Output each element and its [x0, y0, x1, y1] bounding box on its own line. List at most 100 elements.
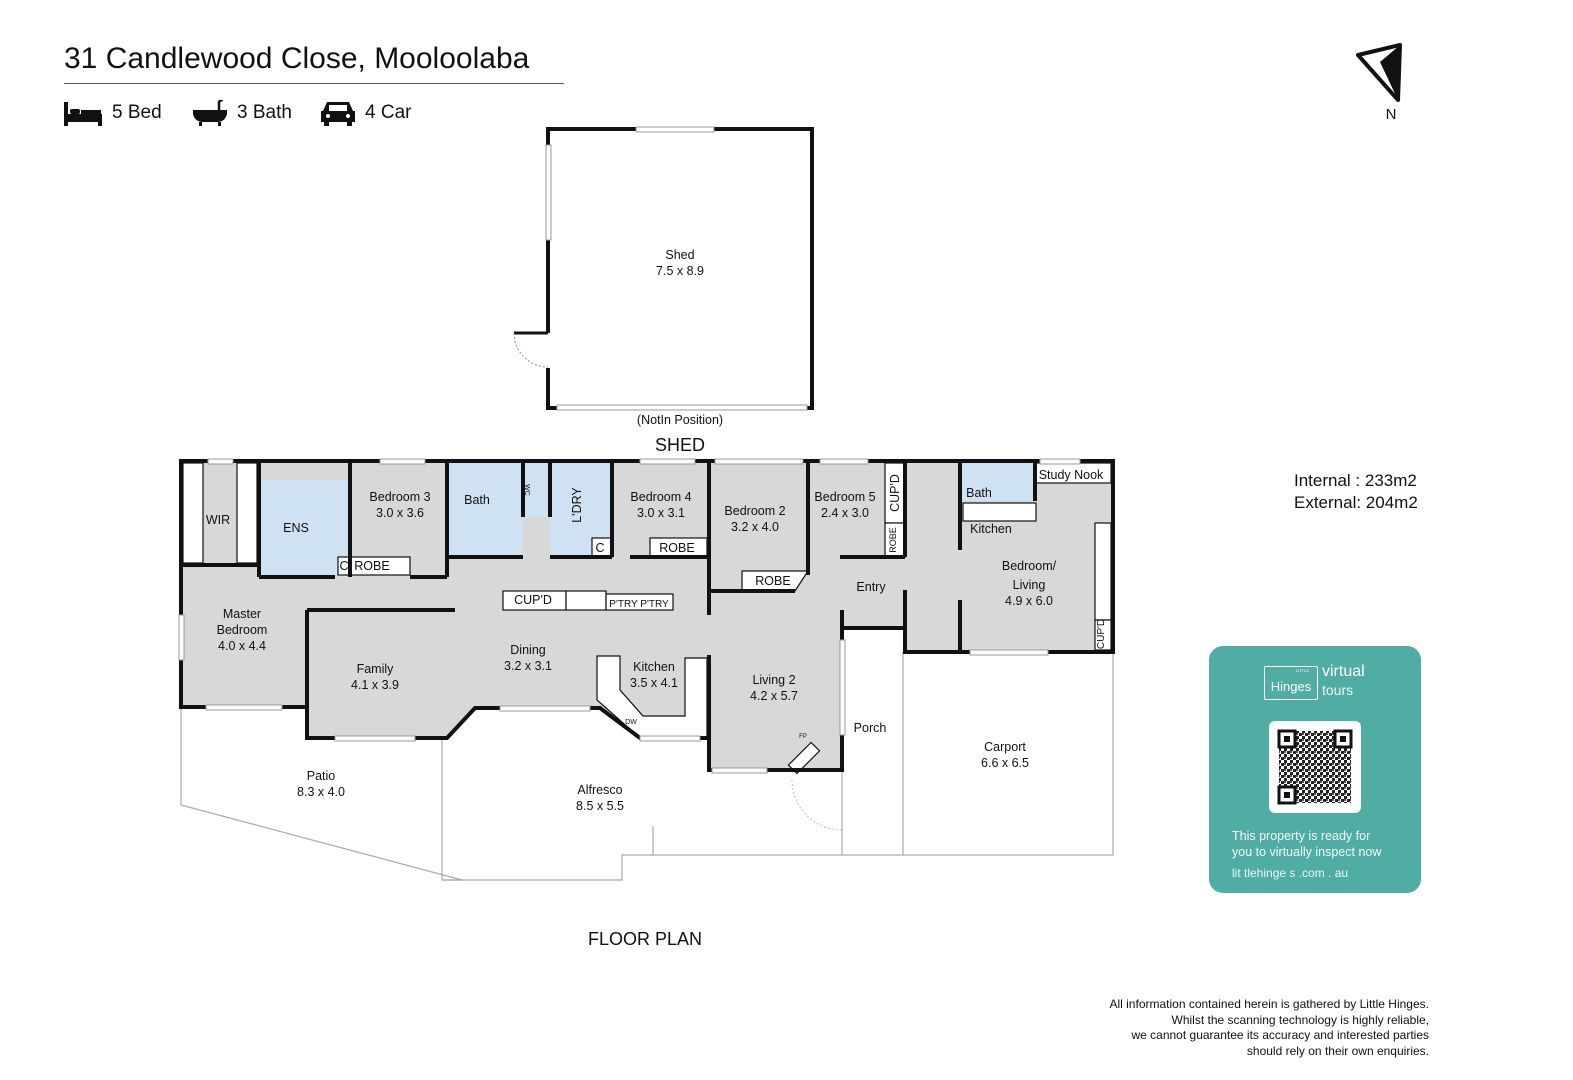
master-size: 4.0 x 4.4: [218, 639, 266, 653]
alfresco-size: 8.5 x 5.5: [576, 799, 624, 813]
carport-size: 6.6 x 6.5: [981, 756, 1029, 770]
external-area: External: 204m2: [1294, 493, 1418, 512]
ensuite-floor: [259, 480, 350, 577]
bedroom5-size: 2.4 x 3.0: [821, 506, 869, 520]
qr-code-icon: [1277, 729, 1353, 805]
hinges-logo: LITTLE Hinges: [1264, 666, 1318, 700]
label-cupboard: CUP'D: [888, 474, 902, 512]
property-address-title: 31 Candlewood Close, Mooloolaba: [64, 42, 530, 75]
floor-plan-caption: FLOOR PLAN: [588, 929, 702, 949]
logo-virtual-text: virtual: [1322, 663, 1365, 680]
label-robe: ROBE: [888, 527, 898, 553]
label-wir: WIR: [206, 513, 230, 527]
title-divider: [64, 83, 564, 84]
dining-size: 3.2 x 3.1: [504, 659, 552, 673]
label-wc: WC: [523, 484, 530, 496]
label-bath2: Bath: [966, 486, 992, 500]
label-ensuite: ENS: [283, 521, 309, 535]
carport-name: Carport: [984, 740, 1026, 754]
master-name2: Bedroom: [217, 623, 268, 637]
feature-bed: 5 Bed: [64, 100, 162, 126]
wc-floor: [523, 461, 550, 517]
bedroom-living-name: Bedroom/: [1002, 559, 1057, 573]
car-icon: [321, 102, 355, 126]
shed-name: Shed: [665, 248, 694, 262]
label-laundry: L'DRY: [570, 487, 584, 523]
shed-outline: [513, 126, 814, 411]
bedroom-living-size: 4.9 x 6.0: [1005, 594, 1053, 608]
label-kitchen2: Kitchen: [970, 522, 1012, 536]
label-pantry: P'TRY P'TRY: [609, 599, 669, 610]
label-study-nook: Study Nook: [1039, 468, 1104, 482]
promo-text: This property is ready for you to virtua…: [1232, 828, 1381, 860]
family-size: 4.1 x 3.9: [351, 678, 399, 692]
bedroom3-name: Bedroom 3: [369, 490, 430, 504]
feature-bath: 3 Bath: [193, 100, 292, 126]
label-entry: Entry: [856, 580, 886, 594]
north-label: N: [1386, 106, 1397, 123]
promo-url-link[interactable]: lit tlehinge s .com . au: [1232, 866, 1349, 880]
logo-brand-text: Hinges: [1270, 679, 1312, 694]
bed-icon: [64, 102, 102, 126]
patio-name: Patio: [307, 769, 336, 783]
shed-note: (NotIn Position): [637, 413, 723, 427]
feature-car: 4 Car: [321, 100, 411, 126]
label-robe: ROBE: [659, 541, 694, 555]
label-bath: Bath: [464, 493, 490, 507]
bath2-floor: [960, 461, 1035, 501]
label-fireplace: FP: [799, 734, 807, 740]
bedroom3-size: 3.0 x 3.6: [376, 506, 424, 520]
bedroom2-size: 3.2 x 4.0: [731, 520, 779, 534]
built-in-fixtures: [182, 462, 1112, 775]
bathroom-floor: [447, 461, 523, 557]
bedroom4-size: 3.0 x 3.1: [637, 506, 685, 520]
disclaimer-line: we cannot guarantee its accuracy and int…: [1131, 1028, 1429, 1042]
kitchen-name: Kitchen: [633, 660, 675, 674]
label-cupboard: C: [339, 559, 348, 573]
label-porch: Porch: [854, 721, 887, 735]
bedroom2-name: Bedroom 2: [724, 504, 785, 518]
disclaimer-line: Whilst the scanning technology is highly…: [1171, 1012, 1429, 1027]
car-count: 4 Car: [365, 102, 412, 123]
bed-count: 5 Bed: [112, 102, 162, 123]
shed-size: 7.5 x 8.9: [656, 264, 704, 278]
living2-name: Living 2: [752, 673, 795, 687]
bedroom-living-name2: Living: [1013, 578, 1046, 592]
dining-name: Dining: [510, 643, 545, 657]
label-robe: ROBE: [755, 574, 790, 588]
outdoor-outlines: [180, 652, 1114, 881]
qr-code[interactable]: [1269, 721, 1361, 813]
master-name: Master: [223, 607, 261, 621]
windows: [178, 458, 1081, 774]
door-swing: [791, 779, 843, 831]
bedroom5-name: Bedroom 5: [814, 490, 875, 504]
label-laundry-cupboard: C: [595, 541, 604, 555]
logo-tours-text: tours: [1322, 682, 1354, 698]
bathtub-icon: [193, 100, 227, 126]
living2-size: 4.2 x 5.7: [750, 689, 798, 703]
promo-line-2: you to virtually inspect now: [1232, 845, 1382, 859]
alfresco-name: Alfresco: [577, 783, 622, 797]
label-dishwasher: DW: [625, 719, 637, 726]
kitchen-size: 3.5 x 4.1: [630, 676, 678, 690]
internal-area: Internal : 233m2: [1294, 471, 1417, 490]
family-name: Family: [357, 662, 395, 676]
promo-line-1: This property is ready for: [1232, 829, 1371, 843]
disclaimer: All information contained herein is gath…: [1029, 997, 1429, 1059]
house-floor: [181, 461, 1113, 770]
area-summary: Internal : 233m2 External: 204m2: [1294, 470, 1418, 514]
logo-small-text: LITTLE: [1295, 668, 1309, 673]
north-arrow-icon: [1356, 43, 1402, 102]
label-robe: ROBE: [354, 559, 389, 573]
disclaimer-line: should rely on their own enquiries.: [1246, 1043, 1429, 1058]
bedroom4-name: Bedroom 4: [630, 490, 691, 504]
patio-size: 8.3 x 4.0: [297, 785, 345, 799]
virtual-tour-promo[interactable]: LITTLE Hinges virtual tours This propert…: [1209, 646, 1421, 893]
disclaimer-line: All information contained herein is gath…: [1109, 997, 1429, 1011]
bath-count: 3 Bath: [237, 102, 292, 123]
shed-caption: SHED: [655, 435, 705, 455]
label-cupboard: CUP'D: [1096, 619, 1107, 649]
label-cupboard: CUP'D: [514, 593, 552, 607]
